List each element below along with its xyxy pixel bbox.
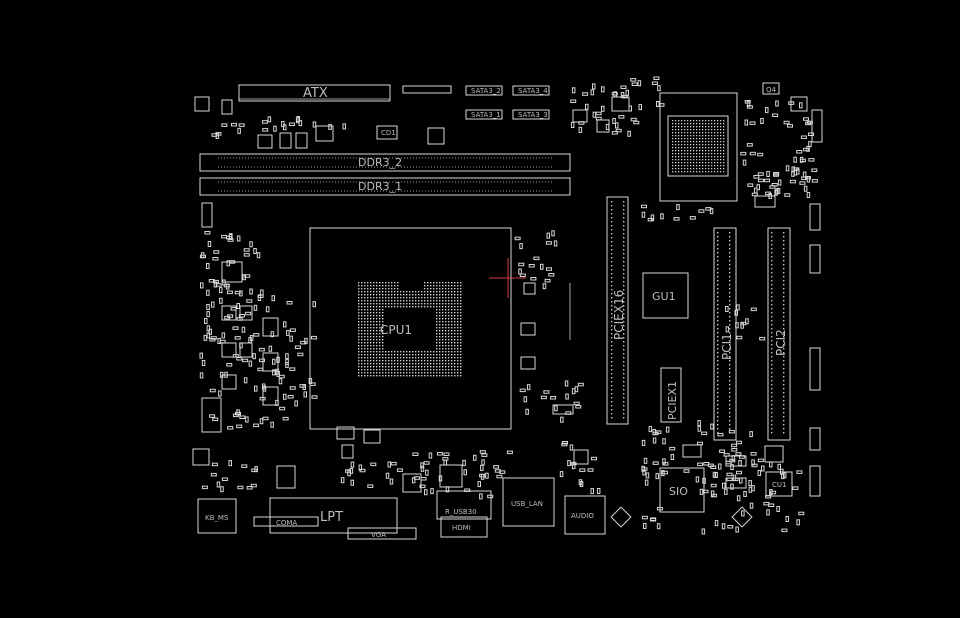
part-u12 <box>573 449 589 465</box>
sio-label: SIO <box>669 485 688 498</box>
atx-power-connector[interactable]: ATX <box>238 84 391 102</box>
audio-label: AUDIO <box>571 512 594 520</box>
pciex16-slot[interactable]: PCIEX16 <box>606 196 629 425</box>
vrm-area <box>192 202 279 466</box>
part-u8 <box>596 119 610 133</box>
ddr3-slot-1[interactable]: DDR3_1 <box>199 177 571 196</box>
cpu-label: CPU1 <box>380 323 412 337</box>
coma-header[interactable]: COMA <box>253 516 319 527</box>
svg-text:SATA3_2: SATA3_2 <box>471 87 501 95</box>
header-top <box>402 85 452 94</box>
svg-text:SATA3_3: SATA3_3 <box>518 111 548 119</box>
kb-ms-label: KB_MS <box>205 514 229 522</box>
side-header-4 <box>809 347 821 391</box>
hdmi-connector[interactable]: HDMI <box>440 516 488 538</box>
part-u11 <box>682 444 702 458</box>
vga-connector[interactable]: VGA <box>347 527 417 540</box>
gu1-label: GU1 <box>652 290 676 303</box>
usb-lan-connector[interactable]: USB_LAN <box>502 477 555 527</box>
side-header-2 <box>809 203 821 231</box>
lpt-connector[interactable]: LPT <box>269 497 398 534</box>
side-header-6 <box>809 465 821 497</box>
svg-text:Q4: Q4 <box>766 86 777 94</box>
sata-connector-3[interactable]: SATA3_3 <box>512 109 550 120</box>
vga-label: VGA <box>371 531 386 539</box>
cu1-chip[interactable]: CU1 <box>765 471 793 497</box>
part-xtal <box>754 195 776 208</box>
gu1-chip[interactable]: GU1 <box>642 272 689 319</box>
top-left-parts: CD1 <box>194 96 445 149</box>
pci2-label: PCI2 <box>774 329 788 356</box>
chipset-pch[interactable] <box>659 92 738 202</box>
ddr3-2-label: DDR3_2 <box>358 156 402 169</box>
coma-label: COMA <box>276 519 297 527</box>
cpu-socket[interactable]: CPU1 <box>309 227 512 430</box>
hdmi-label: HDMI <box>452 524 471 532</box>
r-usb30-connector[interactable]: R_USB30 <box>436 490 492 520</box>
q4-part: Q4 <box>762 82 780 95</box>
ddr3-slot-2[interactable]: DDR3_2 <box>199 153 571 172</box>
part-u6 <box>611 96 630 112</box>
side-header-5 <box>809 427 821 451</box>
pciex16-label: PCIEX16 <box>612 290 626 340</box>
sio-chip[interactable]: SIO <box>659 467 705 513</box>
passive-components <box>199 76 818 535</box>
pciex1-label: PCIEX1 <box>666 381 679 420</box>
side-header-3 <box>809 244 821 274</box>
atx-label: ATX <box>303 86 328 101</box>
sata-connector-4[interactable]: SATA3_4 <box>512 85 550 96</box>
r-usb30-label: R_USB30 <box>445 508 477 516</box>
part-u15 <box>276 465 296 489</box>
pciex1-slot[interactable]: PCIEX1 <box>660 367 682 423</box>
sata-connector-2[interactable]: SATA3_2 <box>465 85 503 96</box>
lpt-label: LPT <box>320 510 343 525</box>
part-u7 <box>572 109 588 123</box>
cu1-label: CU1 <box>772 481 786 489</box>
part-u13 <box>439 464 463 488</box>
svg-text:SATA3_1: SATA3_1 <box>471 111 501 119</box>
sata-connector-1[interactable]: SATA3_1 <box>465 109 503 120</box>
svg-text:SATA3_4: SATA3_4 <box>518 87 548 95</box>
part-u14 <box>402 473 422 493</box>
pci1-slot[interactable]: PCI1 <box>713 227 737 441</box>
side-header-1 <box>811 109 823 143</box>
usb-lan-label: USB_LAN <box>511 500 543 508</box>
cursor-crosshair <box>489 258 526 298</box>
kb-ms-connector[interactable]: KB_MS <box>197 498 237 534</box>
pci2-slot[interactable]: PCI2 <box>767 227 791 441</box>
cd1-label: CD1 <box>381 129 396 137</box>
diamond-part-1 <box>731 506 753 528</box>
cpu-right-parts <box>336 282 574 459</box>
part-battery <box>764 445 784 463</box>
ddr3-1-label: DDR3_1 <box>358 180 402 193</box>
audio-connector[interactable]: AUDIO <box>564 495 606 535</box>
pci1-label: PCI1 <box>720 333 734 360</box>
diamond-part-2 <box>610 506 632 528</box>
